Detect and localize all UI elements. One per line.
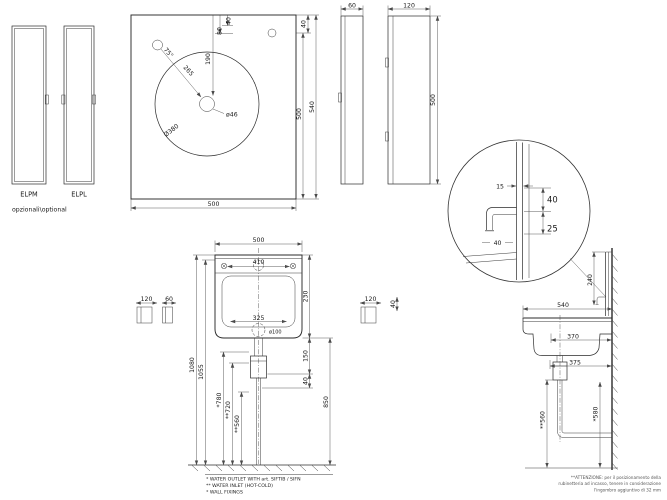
- dim-detail-25: 25: [547, 224, 558, 234]
- dim-panel-500: 500: [430, 94, 437, 106]
- dim-front-410: 410: [253, 259, 265, 266]
- dim-side-240: 240: [587, 274, 594, 286]
- dim-side-375: 375: [569, 359, 581, 366]
- dim-detail-40-upper: 40: [547, 195, 558, 205]
- dim-front-120-left: 120: [141, 296, 153, 303]
- dim-front-40-right: 40: [390, 300, 397, 308]
- detail-panel-section: [516, 142, 530, 280]
- dim-panel-60: 60: [348, 3, 356, 10]
- dim-front-325: 325: [253, 315, 265, 322]
- dim-side-370: 370: [567, 333, 579, 340]
- front-basin-outline: [214, 254, 303, 339]
- front-drain-trap: [250, 338, 267, 465]
- detail-leader-line: [569, 258, 607, 298]
- dim-front-60-left: 60: [165, 296, 173, 303]
- panel-label-elpm: ELPM: [20, 191, 38, 199]
- optional-panels-front-view: ELPM ELPL opzionali\optional: [11, 25, 96, 214]
- dim-plan-dia380: Ø380: [162, 122, 180, 139]
- basin-side-profile: [522, 317, 613, 356]
- tap-hole-right: [267, 28, 277, 38]
- optional-caption: opzionali\optional: [12, 207, 67, 214]
- dim-front-120-right: 120: [365, 296, 377, 303]
- warning-note: **ATTENZIONE: per il posizionamento dell…: [558, 475, 661, 492]
- dim-front-230: 230: [302, 291, 309, 303]
- note-wall-fixings: * WALL FIXINGS: [206, 490, 243, 496]
- side-drain-trap: [552, 315, 612, 442]
- front-dimension-lines: [135, 240, 399, 466]
- in-wall-faucet-panel: [595, 251, 612, 316]
- dim-plan-40-right: 40: [301, 20, 308, 28]
- dim-front-1055: 1055: [198, 364, 205, 380]
- dim-plan-500-bottom: 500: [208, 201, 220, 208]
- basin-plan-outline: [130, 14, 297, 200]
- side-elevation: 540 240 370 375 **560 *580: [522, 248, 618, 470]
- dim-front-850: 850: [323, 396, 330, 408]
- dim-plan-540: 540: [309, 101, 316, 113]
- dim-front-1080: 1080: [189, 357, 196, 373]
- panel-elpl-outline: [61, 25, 96, 185]
- dim-detail-40-lower: 40: [494, 240, 502, 247]
- dim-panel-120: 120: [403, 3, 415, 10]
- dim-plan-75deg: 75°: [162, 46, 175, 60]
- front-side-brackets: [136, 306, 377, 324]
- dim-plan-190: 190: [205, 53, 212, 65]
- front-elevation: 500 410 230 120 60 120 40 325 ø100 150 4…: [135, 237, 399, 472]
- warning-line-1: **ATTENZIONE: per il posizionamento dell…: [571, 475, 662, 480]
- drain-hole-front: [251, 323, 266, 337]
- installation-notes: * WATER OUTLET WITH art. SIFTIB / SIFN *…: [205, 474, 333, 496]
- detail-spout: [485, 207, 517, 232]
- warning-line-3: l'ingombro aggiuntivo di 32 mm: [594, 487, 661, 492]
- detail-basin-edge: [462, 252, 517, 264]
- dim-plan-80: 80: [217, 27, 224, 35]
- dim-front-780: *780: [216, 392, 223, 407]
- dim-front-500: 500: [253, 237, 265, 244]
- floor-line: [188, 464, 336, 472]
- faucet-detail-bubble: 15 40 25 40: [447, 139, 607, 298]
- drain-circle: [199, 96, 215, 112]
- detail-circle: [447, 139, 591, 283]
- side-dimension-lines: [522, 251, 613, 468]
- note-water-outlet: * WATER OUTLET WITH art. SIFTIB / SIFN: [206, 477, 301, 483]
- panel-side-60-outline: [338, 15, 364, 185]
- plan-dimension-lines: [130, 14, 319, 211]
- detail-dimension-lines: [482, 184, 551, 243]
- bowl-circle: [154, 51, 260, 157]
- dim-plan-dia46: ø46: [226, 112, 238, 119]
- wall-fixing-symbols: [220, 262, 297, 270]
- optional-panels-side-view: 60 120 500: [338, 3, 441, 185]
- panel-elpm-outline: [11, 25, 49, 185]
- dim-front-150: 150: [302, 350, 309, 362]
- tap-hole-left: [152, 39, 163, 51]
- dim-side-560: **560: [539, 411, 546, 429]
- dim-front-720: **720: [225, 401, 232, 419]
- panel-side-120-outline: [385, 15, 431, 185]
- dim-front-560: **560: [234, 415, 241, 433]
- warning-line-2: rubinetteria ad incasso, tenere in consi…: [558, 481, 661, 486]
- side-panels-dimension-lines: [340, 5, 441, 185]
- dim-plan-500-right: 500: [296, 108, 303, 120]
- dim-front-40-bottom: 40: [302, 377, 309, 385]
- dim-detail-15: 15: [496, 184, 504, 191]
- dim-side-540: 540: [557, 302, 569, 309]
- dim-plan-40-top: 40: [226, 17, 233, 25]
- dim-front-dia100: ø100: [269, 330, 282, 336]
- panel-label-elpl: ELPL: [71, 191, 87, 199]
- note-water-inlet: ** WATER INLET (HOT-COLD): [206, 483, 273, 489]
- dim-side-580: *580: [592, 406, 599, 421]
- plan-view: 80 40 40 75° 265 190 Ø380 ø46 500 500 54…: [130, 14, 319, 211]
